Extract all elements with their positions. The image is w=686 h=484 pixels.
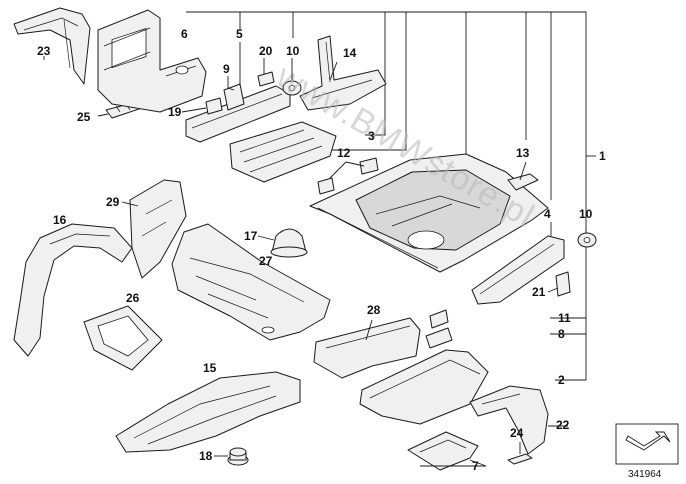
diagram-id-frame	[615, 423, 679, 465]
callout-2: 2	[558, 373, 565, 387]
callout-19: 19	[168, 105, 182, 119]
callout-1: 1	[599, 149, 606, 163]
part-14-support	[299, 35, 387, 111]
callout-leaders	[43, 42, 568, 467]
callout-17: 17	[244, 229, 258, 243]
part-17-plug	[270, 228, 308, 258]
part-16-wheel-arch	[13, 223, 133, 357]
callout-5: 5	[236, 27, 243, 41]
direction-arrow-icon	[625, 431, 671, 451]
diagram-id-box: 341964	[615, 423, 679, 480]
callout-16: 16	[53, 213, 67, 227]
part-12-clips	[317, 157, 379, 195]
callout-18: 18	[199, 449, 213, 463]
callout-29: 29	[106, 195, 120, 209]
part-29-side-panel	[129, 179, 187, 279]
part-6-rear-panel	[97, 9, 207, 113]
callout-10-top: 10	[286, 44, 300, 58]
part-27-floor-panel	[171, 223, 331, 341]
callout-4: 4	[544, 207, 551, 221]
part-10-washer-b	[577, 232, 597, 248]
part-22-bracket	[469, 385, 549, 455]
callout-8: 8	[558, 327, 565, 341]
part-26-frame	[83, 305, 163, 371]
part-11-bracket	[429, 309, 449, 329]
callout-11: 11	[558, 311, 571, 325]
part-2-frame-rail	[359, 349, 489, 425]
callout-6: 6	[181, 27, 188, 41]
part-18-grommet	[227, 447, 249, 466]
part-4-side-rail	[471, 235, 565, 305]
part-15-underbody	[115, 371, 301, 453]
callout-13: 13	[516, 146, 530, 160]
diagram-id-number: 341964	[628, 469, 662, 480]
part-23-side-panel	[13, 7, 91, 85]
part-13-bracket	[507, 173, 539, 191]
part-5-cross-member	[185, 83, 291, 143]
callout-20: 20	[259, 44, 273, 58]
part-24-clip	[507, 453, 533, 465]
callout-12: 12	[337, 146, 351, 160]
part-1-trunk-floor	[309, 153, 549, 273]
part-3-floor-section	[229, 121, 337, 183]
callout-28: 28	[367, 303, 381, 317]
callout-10-right: 10	[579, 207, 593, 221]
part-10-washer-a	[282, 80, 302, 96]
part-7-plate	[407, 431, 479, 471]
part-20-clip	[257, 71, 275, 87]
callouts: 1 2 3 4 5 6 7 8 9 10 10 11 12 13 14 15 1…	[37, 27, 606, 473]
callout-15: 15	[203, 361, 217, 375]
callout-22: 22	[556, 418, 570, 432]
part-28-heat-shield	[313, 317, 421, 379]
callout-3: 3	[368, 129, 375, 143]
callout-25: 25	[77, 110, 91, 124]
callout-14: 14	[343, 46, 357, 60]
callout-23: 23	[37, 44, 51, 58]
callout-27: 27	[259, 254, 273, 268]
callout-21: 21	[532, 285, 546, 299]
callout-9: 9	[223, 62, 230, 76]
callout-24: 24	[510, 426, 524, 440]
part-21-plate	[555, 271, 571, 297]
part-8-bracket	[425, 327, 453, 349]
callout-26: 26	[126, 291, 140, 305]
